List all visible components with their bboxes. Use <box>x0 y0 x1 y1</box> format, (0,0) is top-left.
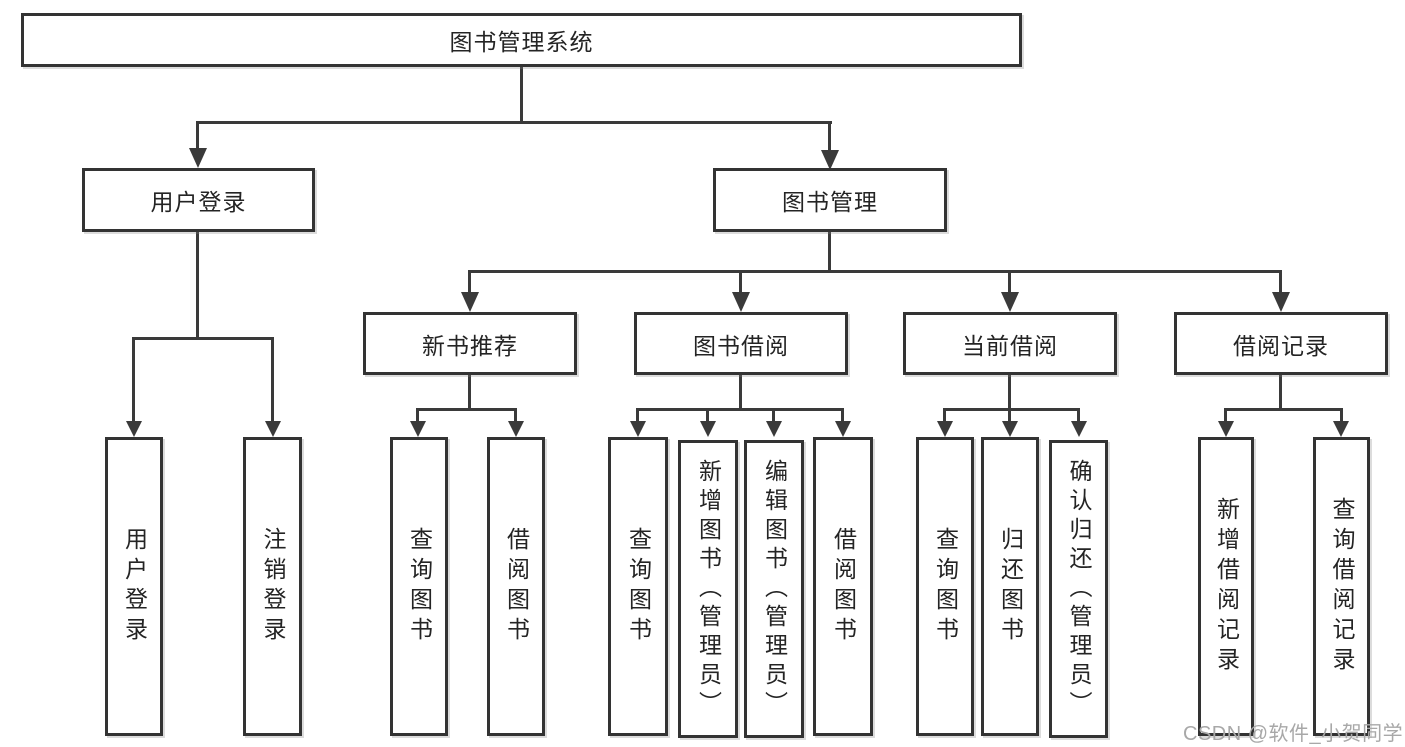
connector-line <box>196 232 199 337</box>
connector-line <box>828 232 831 272</box>
arrow-down-icon <box>126 421 142 437</box>
arrow-down-icon <box>189 148 207 168</box>
connector-line <box>1340 408 1343 425</box>
arrow-down-icon <box>1071 421 1087 437</box>
node-label: 借阅图书 <box>830 526 857 647</box>
node-book-mgmt: 图书管理 <box>713 168 947 232</box>
connector-line <box>416 408 517 411</box>
node-label: 新增借阅记录 <box>1213 496 1240 677</box>
node-book-borrow: 图书借阅 <box>634 312 848 375</box>
node-label: 借阅记录 <box>1233 332 1329 359</box>
connector-line <box>943 408 1080 411</box>
connector-line <box>1077 408 1080 425</box>
node-query-book: 查询图书 <box>390 437 448 736</box>
node-root: 图书管理系统 <box>21 13 1022 67</box>
connector-line <box>943 408 946 425</box>
node-label: 确认归还（管理员） <box>1066 458 1092 720</box>
node-query-borrow-record: 查询借阅记录 <box>1313 437 1370 736</box>
connector-line <box>1224 408 1343 411</box>
connector-line <box>772 408 775 425</box>
arrow-down-icon <box>766 421 782 437</box>
arrow-down-icon <box>461 292 479 312</box>
node-user-login: 用户登录 <box>82 168 315 232</box>
connector-line <box>468 375 471 408</box>
node-label: 图书管理系统 <box>449 29 594 55</box>
node-label: 图书借阅 <box>693 332 789 359</box>
connector-line <box>706 408 709 425</box>
arrow-down-icon <box>1218 421 1234 437</box>
arrow-down-icon <box>1002 421 1018 437</box>
node-label: 归还图书 <box>997 526 1024 647</box>
connector-line <box>1008 375 1011 408</box>
node-label: 查询图书 <box>625 526 652 647</box>
node-add-borrow-record: 新增借阅记录 <box>1198 437 1254 736</box>
node-label: 查询借阅记录 <box>1329 496 1355 677</box>
connector-line <box>132 337 274 340</box>
node-label: 编辑图书（管理员） <box>761 458 788 720</box>
csdn-watermark: CSDN @软件_小贺同学 <box>1183 723 1404 745</box>
connector-line <box>468 270 1282 273</box>
connector-line <box>520 67 523 123</box>
connector-line <box>196 121 199 151</box>
connector-line <box>1279 270 1282 294</box>
arrow-down-icon <box>732 292 750 312</box>
node-borrow-book: 借阅图书 <box>813 437 873 736</box>
connector-line <box>271 337 274 425</box>
node-label: 用户登录 <box>121 526 148 647</box>
node-query-book: 查询图书 <box>608 437 668 736</box>
node-new-book-recommend: 新书推荐 <box>363 312 577 375</box>
node-label: 查询图书 <box>932 526 959 647</box>
arrow-down-icon <box>937 421 953 437</box>
node-label: 注销登录 <box>260 526 286 647</box>
node-logout-leaf: 注销登录 <box>243 437 302 736</box>
arrow-down-icon <box>700 421 716 437</box>
node-label: 用户登录 <box>150 189 247 215</box>
connector-line <box>196 121 832 124</box>
connector-line <box>468 270 471 294</box>
node-label: 新增图书（管理员） <box>695 458 722 720</box>
arrow-down-icon <box>1001 292 1019 312</box>
connector-line <box>132 337 135 425</box>
node-edit-book-admin: 编辑图书（管理员） <box>744 440 804 738</box>
connector-line <box>1224 408 1227 425</box>
node-user-login-leaf: 用户登录 <box>105 437 163 736</box>
node-confirm-return-admin: 确认归还（管理员） <box>1049 440 1108 738</box>
connector-line <box>636 408 844 411</box>
node-borrow-book: 借阅图书 <box>487 437 545 736</box>
node-add-book-admin: 新增图书（管理员） <box>678 440 738 738</box>
node-label: 借阅图书 <box>503 526 530 647</box>
node-borrow-records: 借阅记录 <box>1174 312 1388 375</box>
arrow-down-icon <box>835 421 851 437</box>
node-label: 新书推荐 <box>422 332 518 359</box>
node-return-book: 归还图书 <box>981 437 1039 736</box>
arrow-down-icon <box>508 421 524 437</box>
connector-line <box>1008 408 1011 425</box>
arrow-down-icon <box>821 150 839 170</box>
connector-line <box>636 408 639 425</box>
arrow-down-icon <box>410 421 426 437</box>
arrow-down-icon <box>265 421 281 437</box>
connector-line <box>828 121 831 153</box>
arrow-down-icon <box>630 421 646 437</box>
connector-line <box>739 270 742 294</box>
node-label: 当前借阅 <box>962 332 1058 359</box>
connector-line <box>1279 375 1282 408</box>
arrow-down-icon <box>1333 421 1349 437</box>
connector-line <box>841 408 844 425</box>
node-current-borrow: 当前借阅 <box>903 312 1117 375</box>
node-label: 图书管理 <box>782 189 878 215</box>
arrow-down-icon <box>1272 292 1290 312</box>
connector-line <box>514 408 517 425</box>
connector-line <box>1008 270 1011 294</box>
node-label: 查询图书 <box>406 526 433 647</box>
connector-line <box>416 408 419 425</box>
connector-line <box>739 375 742 408</box>
node-query-book: 查询图书 <box>916 437 974 736</box>
